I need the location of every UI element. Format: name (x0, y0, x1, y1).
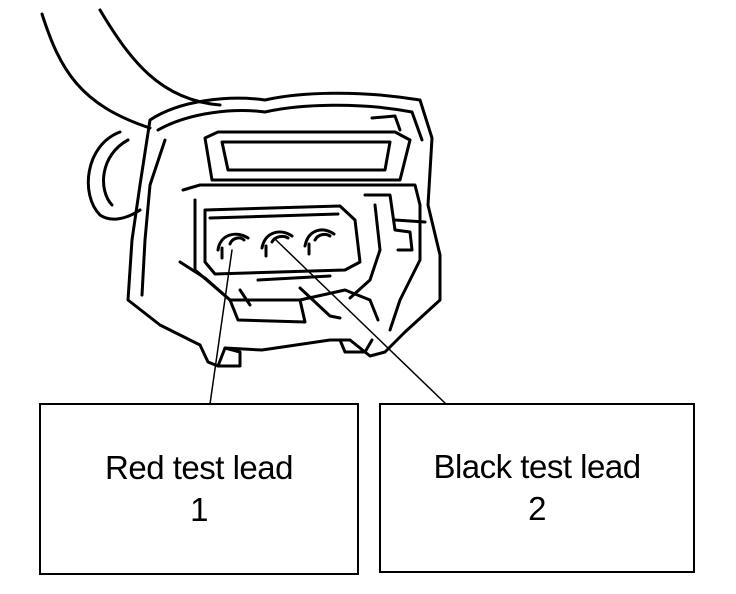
callout-black-test-lead: Black test lead 2 (379, 403, 695, 573)
leader-line-black (275, 239, 447, 405)
leader-line-red (209, 249, 233, 405)
black-test-lead-number: 2 (528, 490, 546, 527)
red-test-lead-number: 1 (190, 491, 208, 528)
callout-red-test-lead: Red test lead 1 (39, 403, 359, 575)
red-test-lead-label: Red test lead (105, 449, 293, 486)
connector-housing (126, 91, 442, 368)
black-test-lead-label: Black test lead (433, 448, 641, 485)
